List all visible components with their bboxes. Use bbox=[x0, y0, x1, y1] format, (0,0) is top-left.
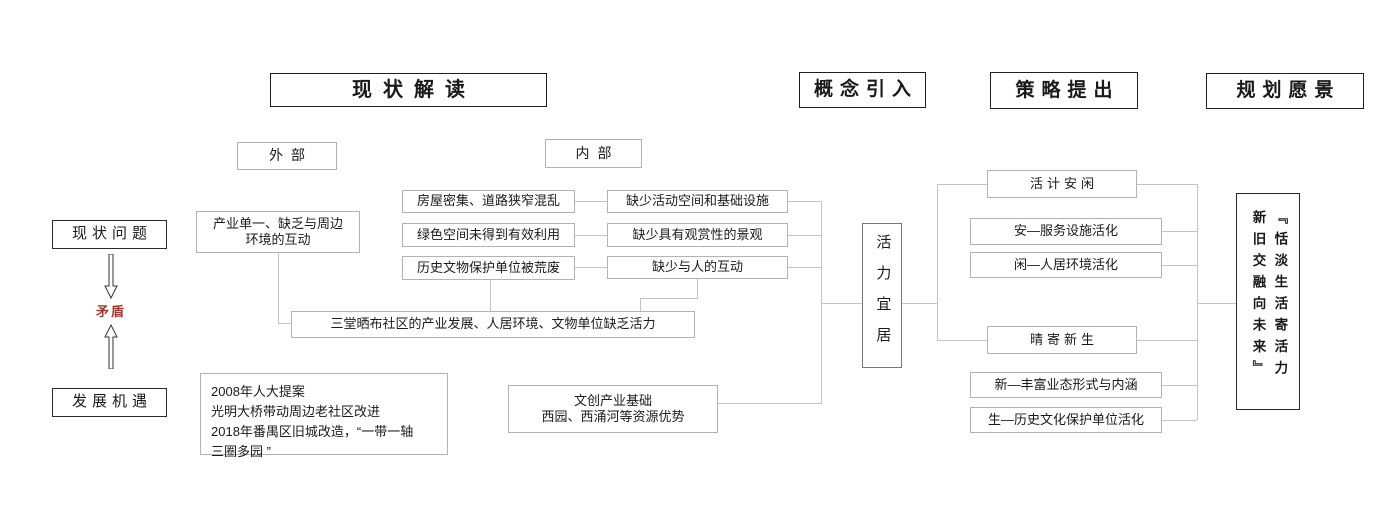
phase-header-planning-vision: 规划愿景 bbox=[1206, 73, 1364, 109]
resource-opportunity-box: 文创产业基础 西园、西涌河等资源优势 bbox=[508, 385, 718, 433]
vision-quote-columns: 『恬淡生活寄活力 新旧交融向未来』 bbox=[1244, 210, 1293, 382]
concept-core-box: 活力宜居 bbox=[862, 223, 902, 368]
connector-line bbox=[718, 403, 821, 404]
policy-line-2: 光明大桥带动周边老社区改进 bbox=[211, 404, 381, 419]
contradiction-label: 矛盾 bbox=[95, 304, 126, 319]
policy-line-4: 三圈多园 ” bbox=[211, 444, 271, 459]
phase-header-strategy-proposal: 策略提出 bbox=[990, 72, 1138, 109]
connector-line bbox=[1137, 184, 1197, 185]
connector-line bbox=[1162, 385, 1197, 386]
connector-line bbox=[575, 267, 607, 268]
connector-line bbox=[788, 235, 821, 236]
strategy-group2-item2: 生—历史文化保护单位活化 bbox=[970, 407, 1162, 433]
consequence-interaction: 缺少与人的互动 bbox=[607, 256, 788, 279]
problem-summary-box: 三堂晒布社区的产业发展、人居环境、文物单位缺乏活力 bbox=[291, 311, 695, 338]
connector-line bbox=[575, 235, 607, 236]
vision-quote-box: 『恬淡生活寄活力 新旧交融向未来』 bbox=[1236, 193, 1300, 410]
internal-problem-greenspace: 绿色空间未得到有效利用 bbox=[402, 223, 575, 247]
external-problem-line2: 环境的互动 bbox=[245, 232, 311, 247]
connector-line bbox=[575, 201, 607, 202]
current-problems-box: 现状问题 bbox=[52, 220, 167, 249]
scope-label-external: 外部 bbox=[237, 142, 337, 170]
development-opportunity-box: 发展机遇 bbox=[52, 388, 167, 417]
connector-line bbox=[697, 279, 698, 298]
resource-line-1: 文创产业基础 bbox=[573, 392, 652, 408]
connector-line bbox=[821, 303, 862, 304]
connector-line bbox=[640, 298, 698, 299]
connector-line bbox=[278, 323, 292, 324]
connector-line bbox=[1137, 340, 1197, 341]
scope-label-internal: 内部 bbox=[545, 139, 642, 168]
connector-line bbox=[902, 303, 937, 304]
consequence-landscape: 缺少具有观赏性的景观 bbox=[607, 223, 788, 247]
vision-quote-left-column: 新旧交融向未来』 bbox=[1250, 210, 1266, 382]
connector-line bbox=[937, 340, 987, 341]
connector-line bbox=[788, 267, 821, 268]
connector-line bbox=[1162, 265, 1197, 266]
external-problem-line1: 产业单一、缺乏与周边 bbox=[212, 215, 343, 231]
connector-line bbox=[1197, 184, 1198, 420]
phase-header-concept-intro: 概念引入 bbox=[799, 72, 926, 108]
connector-line bbox=[1197, 303, 1236, 304]
connector-line bbox=[640, 298, 641, 311]
policy-line-1: 2008年人大提案 bbox=[211, 384, 305, 399]
connector-line bbox=[490, 280, 491, 311]
policy-opportunity-box: 2008年人大提案 光明大桥带动周边老社区改进 2018年番禺区旧城改造，“一带… bbox=[200, 373, 448, 459]
consequence-activity-space: 缺少活动空间和基础设施 bbox=[607, 190, 788, 213]
up-arrow-icon bbox=[104, 324, 118, 369]
vision-quote-right-column: 『恬淡生活寄活力 bbox=[1272, 210, 1288, 382]
connector-line bbox=[1162, 231, 1197, 232]
internal-problem-housing: 房屋密集、道路狭窄混乱 bbox=[402, 190, 575, 213]
connector-line bbox=[1162, 420, 1197, 421]
resource-line-2: 西园、西涌河等资源优势 bbox=[541, 409, 685, 424]
connector-line bbox=[278, 253, 279, 323]
strategy-group1-item2: 闲—人居环境活化 bbox=[970, 252, 1162, 278]
connector-line bbox=[788, 201, 821, 202]
down-arrow-icon bbox=[104, 254, 118, 299]
phase-header-status-reading: 现状解读 bbox=[270, 73, 547, 107]
strategy-group1-item1: 安—服务设施活化 bbox=[970, 218, 1162, 245]
strategy-group2-title: 晴寄新生 bbox=[987, 326, 1137, 354]
connector-line bbox=[821, 201, 822, 404]
strategy-group2-item1: 新—丰富业态形式与内涵 bbox=[970, 372, 1162, 398]
external-problem-box: 产业单一、缺乏与周边 环境的互动 bbox=[196, 211, 360, 253]
connector-line bbox=[937, 184, 938, 340]
internal-problem-heritage: 历史文物保护单位被荒废 bbox=[402, 256, 575, 280]
connector-line bbox=[937, 184, 987, 185]
concept-core-text: 活力宜居 bbox=[874, 233, 892, 358]
strategy-group1-title: 活计安闲 bbox=[987, 170, 1137, 198]
policy-line-3: 2018年番禺区旧城改造，“一带一轴 bbox=[211, 424, 414, 439]
